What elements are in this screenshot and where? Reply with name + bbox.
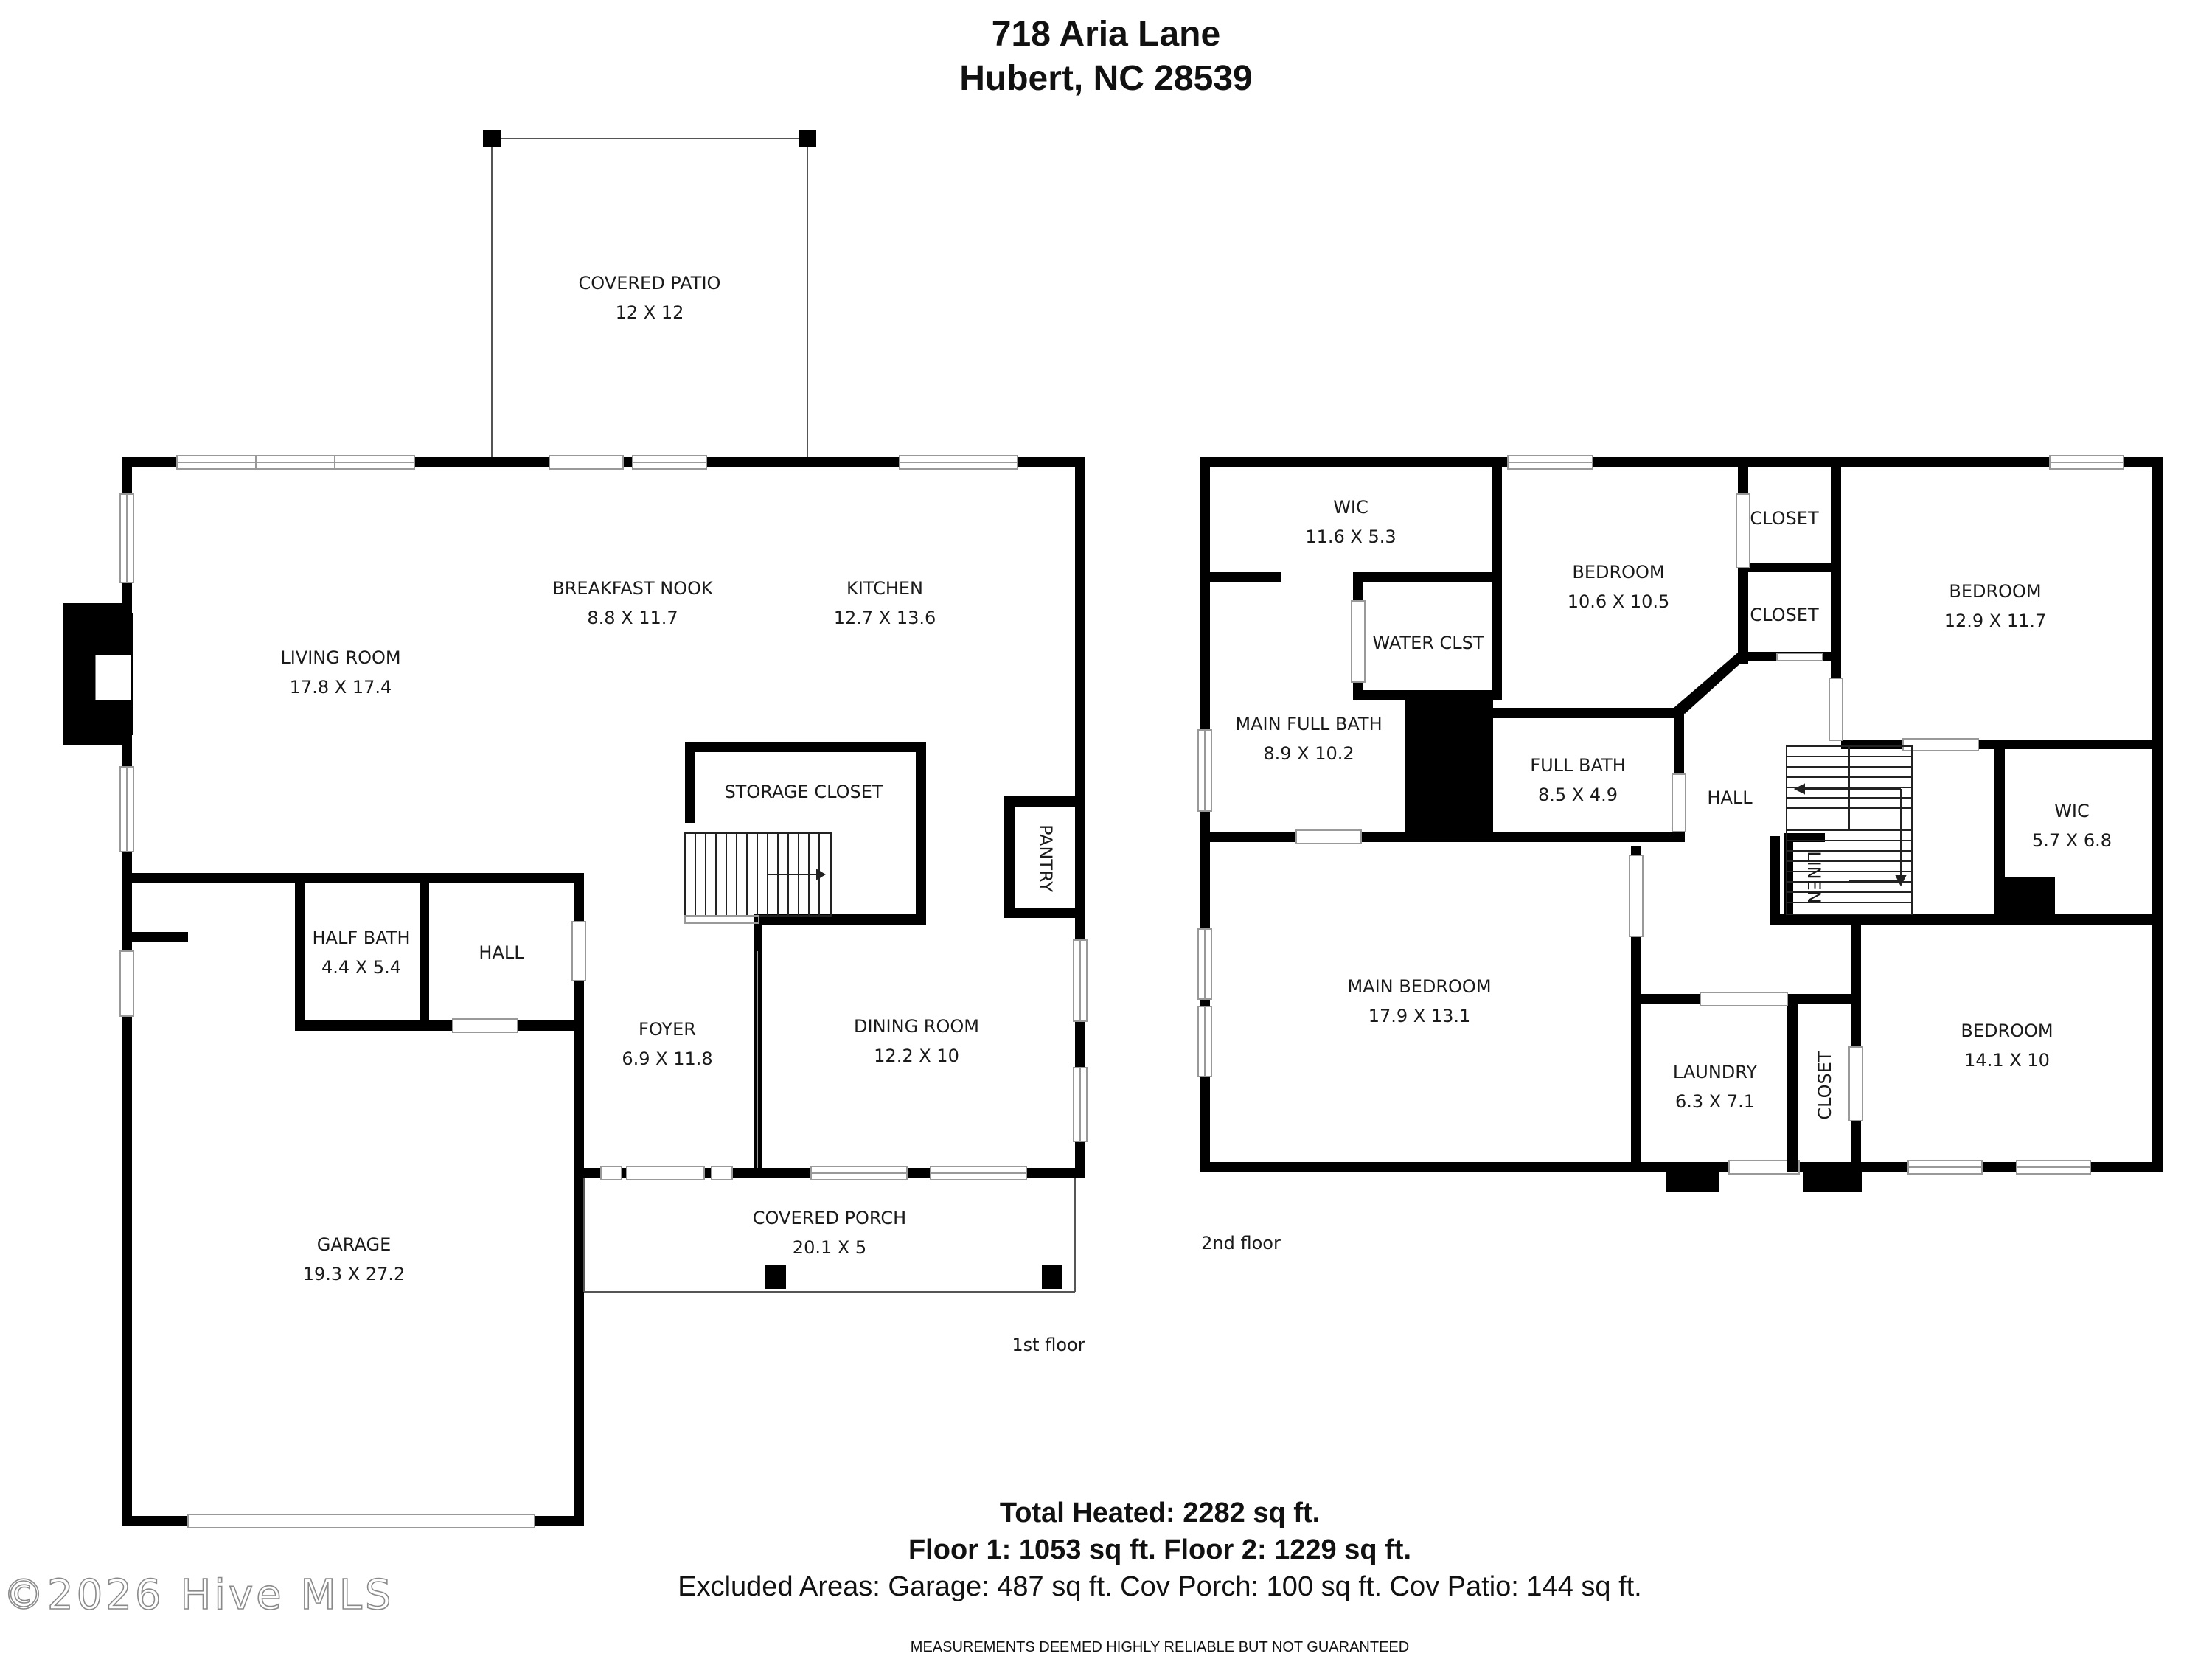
room-hall-floor2: HALL xyxy=(1707,787,1753,808)
floor-2-door-openings xyxy=(1295,493,1979,1121)
room-dimensions: 14.1 X 10 xyxy=(1964,1050,2050,1071)
floor-areas: Floor 1: 1053 sq ft. Floor 2: 1229 sq ft… xyxy=(908,1534,1411,1565)
room-dimensions: 6.3 X 7.1 xyxy=(1675,1091,1755,1112)
floor-1-windows xyxy=(119,455,1088,1528)
floor-2-label: 2nd floor xyxy=(1201,1233,1281,1253)
floor-2-interior-walls xyxy=(1210,457,2163,1172)
floor-2-windows xyxy=(1197,455,2124,1175)
covered-porch-outline xyxy=(583,1178,1076,1293)
room-dimensions: 17.8 X 17.4 xyxy=(290,677,392,698)
room-dimensions: 5.7 X 6.8 xyxy=(2032,830,2112,851)
room-dimensions: 11.6 X 5.3 xyxy=(1305,526,1396,547)
measurement-disclaimer: MEASUREMENTS DEEMED HIGHLY RELIABLE BUT … xyxy=(911,1639,1409,1655)
room-name: STORAGE CLOSET xyxy=(724,782,883,802)
room-closet-a: CLOSET xyxy=(1750,508,1819,529)
room-name: CLOSET xyxy=(1750,508,1819,529)
room-dimensions: 8.5 X 4.9 xyxy=(1538,785,1618,805)
floor-1-plan: COVERED PATIO 12 X 12 BREAKFAST NOOK 8.8… xyxy=(63,130,1088,1528)
room-main-full-bath: MAIN FULL BATH 8.9 X 10.2 xyxy=(1235,714,1382,764)
room-covered-porch: COVERED PORCH 20.1 X 5 xyxy=(753,1208,906,1258)
total-heated: Total Heated: 2282 sq ft. xyxy=(1000,1498,1320,1528)
room-name: MAIN BEDROOM xyxy=(1347,976,1491,997)
room-closet-b: CLOSET xyxy=(1750,605,1819,625)
room-bedroom-a: BEDROOM 10.6 X 10.5 xyxy=(1568,562,1670,612)
room-name: LIVING ROOM xyxy=(280,647,400,668)
room-kitchen: KITCHEN 12.7 X 13.6 xyxy=(834,578,936,628)
covered-patio-outline xyxy=(483,130,816,457)
room-dimensions: 4.4 X 5.4 xyxy=(321,957,401,978)
room-hall-floor1: HALL xyxy=(479,942,524,963)
room-dining-room: DINING ROOM 12.2 X 10 xyxy=(854,1016,979,1066)
room-name: FULL BATH xyxy=(1530,755,1625,776)
room-dimensions: 20.1 X 5 xyxy=(793,1237,866,1258)
room-name: BEDROOM xyxy=(1949,581,2041,602)
room-main-bedroom: MAIN BEDROOM 17.9 X 13.1 xyxy=(1347,976,1491,1026)
room-covered-patio: COVERED PATIO 12 X 12 xyxy=(579,273,721,323)
room-bedroom-b: BEDROOM 12.9 X 11.7 xyxy=(1944,581,2047,631)
room-storage-closet: STORAGE CLOSET xyxy=(724,782,883,802)
room-dimensions: 6.9 X 11.8 xyxy=(622,1048,712,1069)
room-name: LINEN xyxy=(1804,851,1824,904)
room-name: CLOSET xyxy=(1750,605,1819,625)
room-name: LAUNDRY xyxy=(1673,1062,1757,1082)
room-closet-c: CLOSET xyxy=(1815,1051,1835,1120)
excluded-areas: Excluded Areas: Garage: 487 sq ft. Cov P… xyxy=(678,1571,1642,1602)
room-name: FOYER xyxy=(639,1019,696,1040)
room-wic-b: WIC 5.7 X 6.8 xyxy=(2032,801,2112,851)
room-name: HALL xyxy=(479,942,524,963)
room-name: HALF BATH xyxy=(313,928,411,948)
room-dimensions: 12.9 X 11.7 xyxy=(1944,611,2047,631)
room-name: BEDROOM xyxy=(1961,1020,2053,1041)
room-dimensions: 17.9 X 13.1 xyxy=(1368,1006,1471,1026)
room-pantry: PANTRY xyxy=(1035,824,1056,892)
room-dimensions: 10.6 X 10.5 xyxy=(1568,591,1670,612)
room-dimensions: 12.2 X 10 xyxy=(874,1046,959,1066)
room-full-bath: FULL BATH 8.5 X 4.9 xyxy=(1530,755,1625,805)
room-name: GARAGE xyxy=(317,1234,391,1255)
floor-1-door-openings xyxy=(452,921,758,1168)
floor-2-plan: WIC 11.6 X 5.3 BEDROOM 10.6 X 10.5 CLOSE… xyxy=(1197,455,2163,1253)
room-laundry: LAUNDRY 6.3 X 7.1 xyxy=(1673,1062,1757,1112)
room-linen: LINEN xyxy=(1804,851,1824,904)
room-name: WIC xyxy=(2054,801,2090,821)
floor-1-interior-walls xyxy=(122,742,1075,1178)
room-dimensions: 8.8 X 11.7 xyxy=(587,608,678,628)
address-street: 718 Aria Lane xyxy=(992,15,1220,54)
room-name: CLOSET xyxy=(1815,1051,1835,1120)
floor-2-stairs xyxy=(1786,745,1913,915)
room-name: DINING ROOM xyxy=(854,1016,979,1037)
room-name: BREAKFAST NOOK xyxy=(552,578,714,599)
fireplace xyxy=(63,603,133,745)
room-dimensions: 12.7 X 13.6 xyxy=(834,608,936,628)
room-foyer: FOYER 6.9 X 11.8 xyxy=(622,1019,712,1069)
room-dimensions: 12 X 12 xyxy=(616,302,684,323)
room-wic-main: WIC 11.6 X 5.3 xyxy=(1305,497,1396,547)
room-name: COVERED PATIO xyxy=(579,273,721,293)
room-name: KITCHEN xyxy=(846,578,923,599)
room-water-closet: WATER CLST xyxy=(1372,633,1484,653)
room-living-room: LIVING ROOM 17.8 X 17.4 xyxy=(280,647,400,698)
copyright-watermark: ©2026 Hive MLS xyxy=(3,1571,394,1619)
room-name: BEDROOM xyxy=(1572,562,1664,582)
room-garage: GARAGE 19.3 X 27.2 xyxy=(303,1234,406,1284)
room-dimensions: 19.3 X 27.2 xyxy=(303,1264,406,1284)
floor-1-label: 1st floor xyxy=(1012,1335,1085,1355)
room-dimensions: 8.9 X 10.2 xyxy=(1263,743,1354,764)
room-name: HALL xyxy=(1707,787,1753,808)
room-name: WATER CLST xyxy=(1372,633,1484,653)
room-name: MAIN FULL BATH xyxy=(1235,714,1382,734)
room-half-bath: HALF BATH 4.4 X 5.4 xyxy=(313,928,411,978)
room-name: WIC xyxy=(1333,497,1368,518)
floor-1-stairs xyxy=(684,832,832,924)
room-name: PANTRY xyxy=(1035,824,1056,892)
room-bedroom-c: BEDROOM 14.1 X 10 xyxy=(1961,1020,2053,1071)
room-name: COVERED PORCH xyxy=(753,1208,906,1228)
address-city: Hubert, NC 28539 xyxy=(959,59,1252,98)
room-breakfast-nook: BREAKFAST NOOK 8.8 X 11.7 xyxy=(552,578,714,628)
